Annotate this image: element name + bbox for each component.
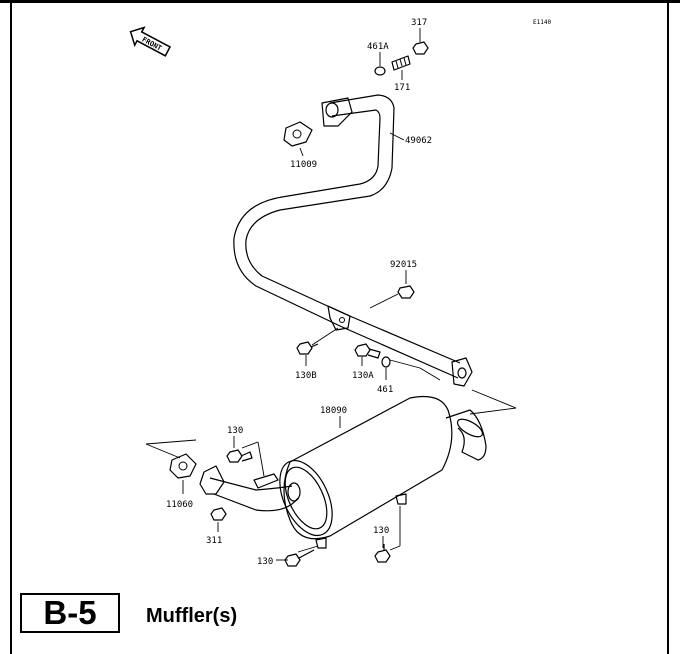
exhaust-pipe — [233, 94, 473, 387]
washer-461a: 461A — [367, 42, 389, 76]
nut-311: 311 — [206, 507, 227, 546]
part-label-461: 461 — [377, 385, 393, 395]
part-label-171: 171 — [394, 83, 410, 93]
bolt-130a: 130A — [352, 343, 381, 381]
section-title: Muffler(s) — [146, 605, 238, 627]
bolt-130-top: 130 — [226, 426, 265, 477]
muffler-18090: 18090 — [199, 395, 487, 549]
part-label-461a: 461A — [367, 42, 389, 52]
front-arrow-icon: FRONT — [129, 26, 172, 57]
part-label-11060: 11060 — [166, 500, 193, 510]
part-label-18090: 18090 — [320, 406, 347, 416]
part-label-130b: 130B — [295, 371, 317, 381]
section-code-box: B-5 — [20, 593, 120, 633]
diagram-code: E1140 — [533, 19, 551, 26]
part-label-130-top: 130 — [227, 426, 243, 436]
part-label-92015: 92015 — [390, 260, 417, 270]
part-label-49062: 49062 — [405, 136, 432, 146]
part-label-130-right: 130 — [373, 526, 389, 536]
part-label-130a: 130A — [352, 371, 374, 381]
washer-461: 461 — [377, 356, 517, 415]
part-label-317: 317 — [411, 18, 427, 28]
bolt-130-right: 130 — [373, 506, 401, 563]
gasket-11009: 11009 — [283, 121, 317, 170]
nut-92015: 92015 — [369, 260, 417, 309]
part-label-11009: 11009 — [290, 160, 317, 170]
stud-171: 171 — [391, 55, 411, 93]
bolt-130b: 130B — [295, 341, 319, 381]
nut-317: 317 — [411, 18, 429, 55]
bolt-130-bottom: 130 — [257, 545, 319, 567]
part-label-311: 311 — [206, 536, 222, 546]
gasket-11060: 11060 — [145, 439, 197, 510]
part-label-130-bottom: 130 — [257, 557, 273, 567]
